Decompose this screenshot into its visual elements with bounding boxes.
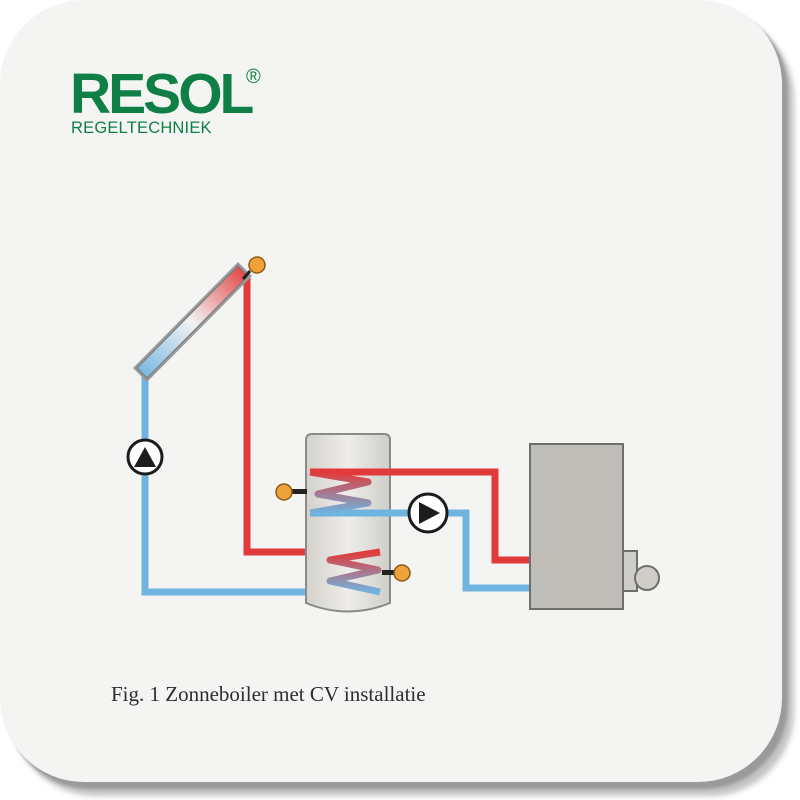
logo-wordmark: RESOL <box>70 62 254 126</box>
solar-collector <box>133 256 266 382</box>
collector-sensor-icon <box>248 256 266 274</box>
boiler-flow-pipe <box>310 468 532 564</box>
burner-icon <box>634 565 660 591</box>
registered-mark: ® <box>246 66 261 88</box>
temperature-sensor-icon <box>393 564 411 582</box>
boiler-return-pipe <box>310 509 532 592</box>
upper-tank-sensor <box>275 483 307 501</box>
solar-pump-icon <box>126 438 164 476</box>
upper-coil <box>309 468 372 517</box>
figure-card: RESOL ® REGELTECHNIEK <box>0 0 782 782</box>
solar-heating-diagram <box>126 256 660 613</box>
resol-logo: RESOL ® REGELTECHNIEK <box>70 64 290 144</box>
cv-boiler <box>529 443 660 610</box>
figure-caption: Fig. 1 Zonneboiler met CV installatie <box>111 682 426 706</box>
temperature-sensor-icon <box>275 483 293 501</box>
boiler-pump-icon <box>407 492 449 534</box>
logo-subtitle: REGELTECHNIEK <box>71 119 212 137</box>
lower-coil <box>326 548 382 596</box>
lower-tank-sensor <box>382 564 411 582</box>
